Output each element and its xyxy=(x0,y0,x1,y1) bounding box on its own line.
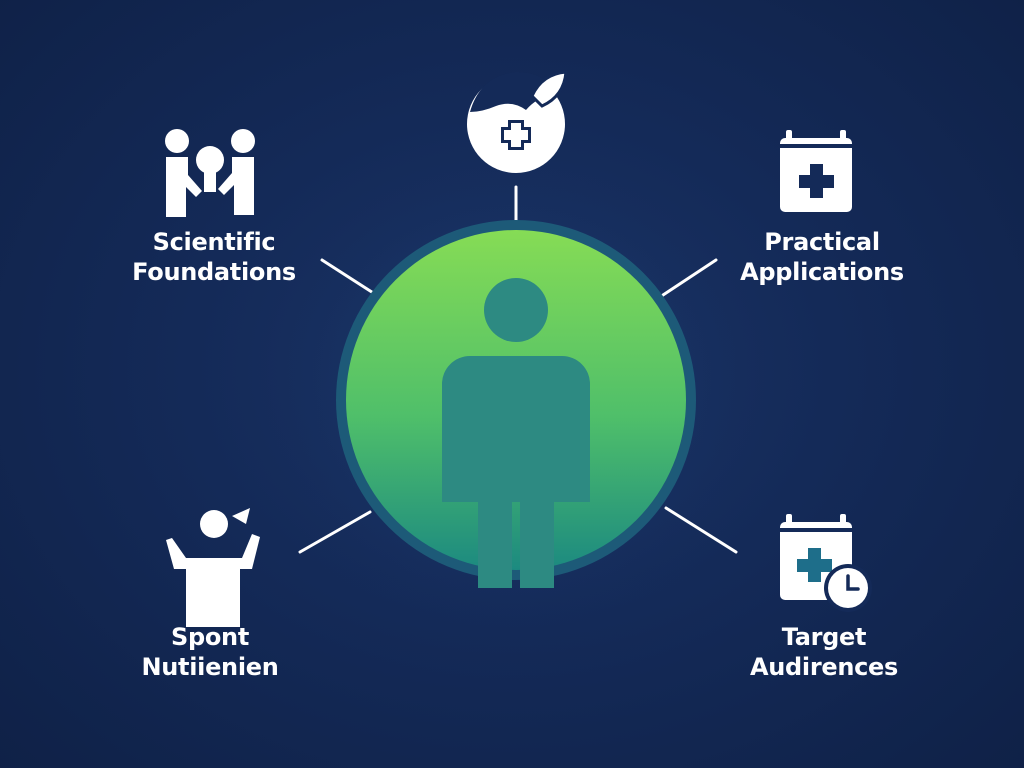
center-node xyxy=(336,220,696,588)
connector-scientific xyxy=(320,258,380,298)
head-leaf-medical-icon xyxy=(467,70,568,173)
connectors xyxy=(298,185,738,554)
label-scientific-foundations: Scientific Foundations xyxy=(104,227,324,287)
label-line-2: Applications xyxy=(740,258,904,286)
label-line-1: Spont xyxy=(170,623,249,651)
medical-clipboard-icon xyxy=(780,130,852,212)
label-line-2: Nutiienien xyxy=(141,653,279,681)
label-sport-nutrition: Spont Nutiienien xyxy=(100,622,320,682)
label-practical-applications: Practical Applications xyxy=(712,227,932,287)
label-line-2: Audirences xyxy=(749,653,899,681)
label-line-2: Foundations xyxy=(132,258,296,286)
label-line-1: Practical xyxy=(764,228,880,256)
label-target-audiences: Target Audirences xyxy=(714,622,934,682)
people-sharing-icon xyxy=(165,129,255,217)
connector-sport xyxy=(298,510,372,554)
connector-target xyxy=(664,506,738,554)
athlete-icon xyxy=(166,508,260,627)
medical-calendar-clock-icon xyxy=(780,514,872,612)
connector-practical xyxy=(658,258,718,299)
label-line-1: Target xyxy=(781,623,867,651)
person-silhouette-icon xyxy=(442,278,590,588)
label-line-1: Scientific xyxy=(152,228,276,256)
